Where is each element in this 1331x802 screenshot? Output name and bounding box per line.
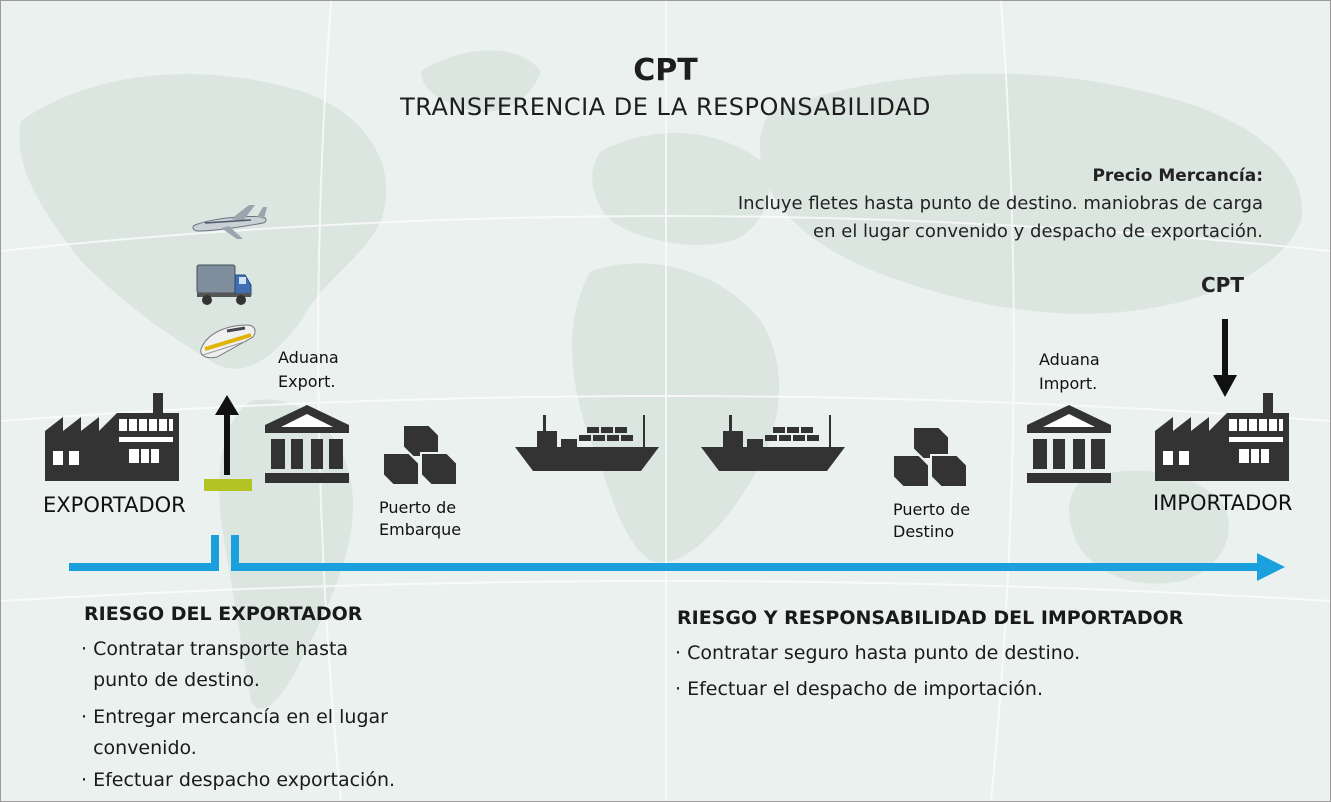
truck-icon: [196, 264, 252, 305]
importer-risk-arrowhead: [1257, 553, 1285, 581]
customs-export-label: Aduana: [278, 348, 339, 367]
importer-risk-item: · Contratar seguro hasta punto de destin…: [675, 642, 1081, 664]
importer-risk-title: RIESGO Y RESPONSABILIDAD DEL IMPORTADOR: [677, 607, 1184, 629]
exporter-label: EXPORTADOR: [43, 493, 186, 517]
factory-icon: [1155, 393, 1289, 481]
customs-import-label: Import.: [1039, 374, 1098, 393]
port-loading-label: Puerto de: [379, 498, 457, 517]
customs-building-icon: [265, 405, 349, 483]
cargo-boxes-icon: [382, 424, 458, 486]
transfer-point-label: CPT: [1201, 273, 1244, 297]
train-icon: [200, 324, 256, 359]
port-destination-label: Puerto de: [893, 500, 971, 519]
diagram-title: CPT: [633, 53, 698, 88]
exporter-risk-item: punto de destino.: [81, 669, 260, 691]
airplane-icon: [192, 205, 267, 239]
customs-building-icon: [1027, 405, 1111, 483]
port-destination-label: Destino: [893, 522, 955, 541]
importer-risk-item: · Efectuar el despacho de importación.: [675, 678, 1044, 700]
importer-risk-bar-start: [231, 535, 239, 571]
risk-timeline: [69, 535, 1285, 581]
exporter-risk-bar: [69, 563, 219, 571]
container-ship-icon: [515, 415, 659, 471]
factory-icon: [45, 393, 179, 481]
price-note-line: Incluye fletes hasta punto de destino. m…: [737, 193, 1263, 214]
exporter-risk-item: · Entregar mercancía en el lugar: [81, 706, 388, 728]
importer-label: IMPORTADOR: [1153, 491, 1293, 515]
exporter-risk-title: RIESGO DEL EXPORTADOR: [84, 603, 363, 625]
price-note-title: Precio Mercancía:: [1092, 166, 1263, 186]
importer-risk-bar: [231, 563, 1261, 571]
customs-export-label: Export.: [278, 372, 336, 391]
exporter-risk-item: · Efectuar despacho exportación.: [81, 769, 396, 791]
exporter-risk-bar-end: [211, 535, 219, 571]
port-loading-label: Embarque: [379, 520, 462, 539]
exporter-risk-item: · Contratar transporte hasta: [81, 638, 349, 660]
customs-import-label: Aduana: [1039, 350, 1100, 369]
price-note-line: en el lugar convenido y despacho de expo…: [813, 221, 1263, 242]
cargo-boxes-icon: [892, 426, 968, 488]
exporter-risk-item: convenido.: [81, 737, 197, 759]
container-ship-icon: [701, 415, 845, 471]
transfer-point-marker: [204, 395, 252, 491]
arrow-down-icon: [1213, 319, 1237, 397]
diagram-subtitle: TRANSFERENCIA DE LA RESPONSABILIDAD: [400, 93, 931, 121]
